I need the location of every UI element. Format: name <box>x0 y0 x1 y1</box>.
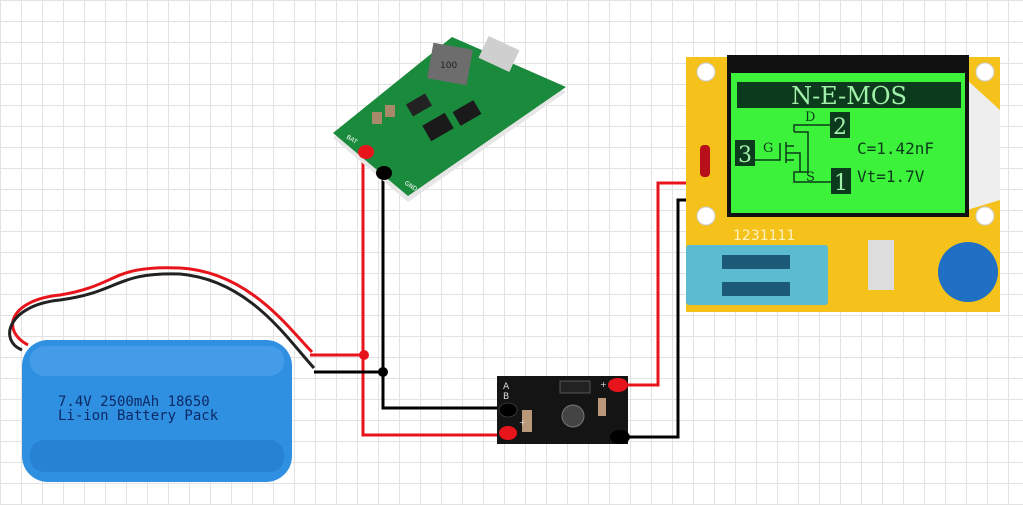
pin-gate: 3 <box>738 143 752 168</box>
battery-label-spec: 7.4V 2500mAh 18650 <box>58 394 210 410</box>
inductor <box>427 42 473 86</box>
boost-pad-in-negative <box>498 402 518 418</box>
mosfet-symbol <box>755 124 831 183</box>
threshold-voltage-reading: Vt=1.7V <box>857 167 925 186</box>
battery-leads <box>8 266 316 370</box>
capacitance-reading: C=1.42nF <box>857 139 934 158</box>
zif-socket <box>686 245 828 305</box>
charger-module: 100 BAT GND <box>333 35 566 202</box>
pin-source: 1 <box>834 171 848 196</box>
board-text: 1231111 <box>733 228 795 244</box>
battery-label-type: Li-ion Battery Pack <box>58 408 219 424</box>
pin-drain: 2 <box>833 115 847 140</box>
junction-positive <box>359 350 369 360</box>
power-switch <box>700 145 710 177</box>
smd-test-pad <box>868 240 894 290</box>
component-tester: N-E-MOS 3 2 1 G D S C=1.42nF Vt=1.7V 123… <box>686 55 1000 312</box>
screen-title: N-E-MOS <box>791 82 907 110</box>
usb-c-port <box>478 35 520 73</box>
boost-pad-in-positive <box>499 426 517 440</box>
label-gate: G <box>763 141 773 156</box>
wire-positive <box>310 152 700 437</box>
boost-label-a: A <box>503 382 510 392</box>
boost-label-plus-in: + <box>519 418 526 427</box>
test-button[interactable] <box>938 242 998 302</box>
label-source: S <box>806 170 815 185</box>
boost-inductor <box>561 404 585 428</box>
charger-pad-negative <box>376 166 392 180</box>
boost-module: A B + + <box>497 376 630 444</box>
boost-pad-out-negative <box>610 430 630 444</box>
label-drain: D <box>805 110 815 125</box>
boost-pad-out-positive <box>608 378 628 392</box>
junction-negative <box>378 367 388 377</box>
charger-pad-positive <box>358 145 374 159</box>
boost-label-plus-out: + <box>600 380 607 389</box>
boost-label-b: B <box>503 392 509 402</box>
battery-pack: 7.4V 2500mAh 18650 Li-ion Battery Pack <box>22 340 292 482</box>
inductor-label: 100 <box>440 61 457 71</box>
